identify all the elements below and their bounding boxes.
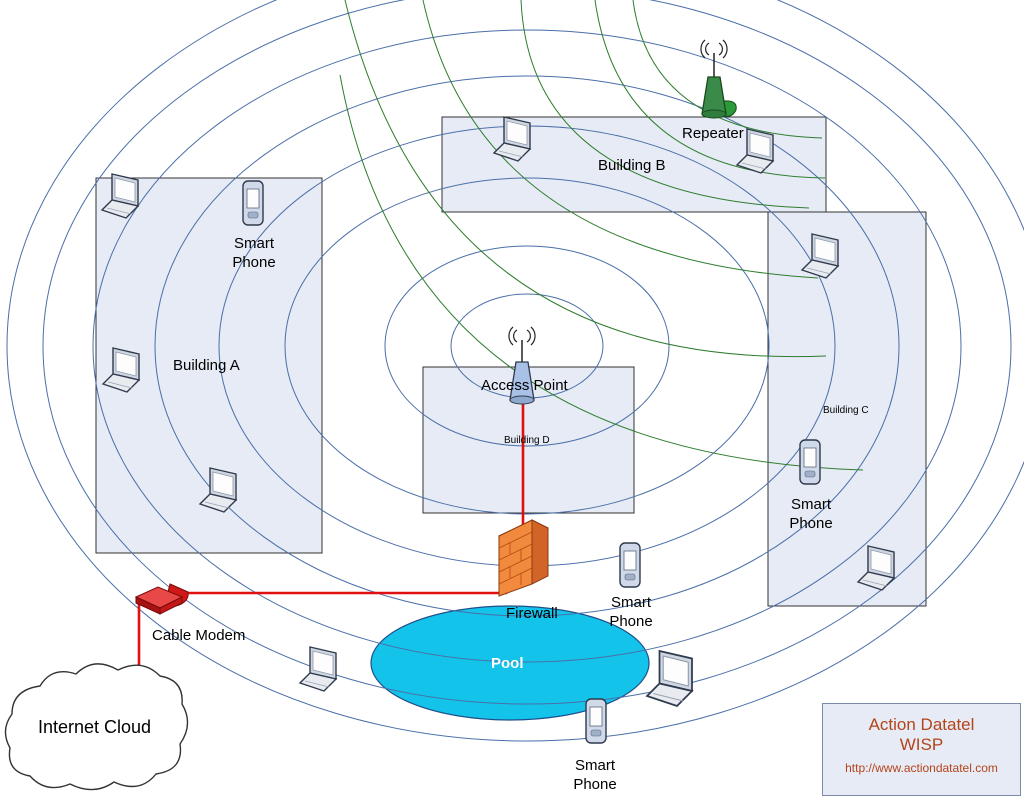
building-a-label: Building A [173, 357, 240, 374]
building-d-label: Building D [504, 435, 550, 446]
repeater-coverage-arcs [339, 0, 864, 471]
brand-box: Action Datatel WISP http://www.actiondat… [822, 703, 1021, 796]
building-b-label: Building B [598, 157, 666, 174]
phone-icon [242, 180, 264, 226]
phone-icon [619, 542, 641, 588]
cable-modem-icon [134, 583, 189, 615]
phone-icon [585, 698, 607, 744]
firewall-label: Firewall [506, 605, 558, 622]
internet-cloud-shape [4, 663, 189, 791]
repeater-icon [700, 39, 737, 119]
brand-url: http://www.actiondatatel.com [845, 761, 998, 775]
building-c [767, 211, 927, 607]
building-c-label: Building C [823, 405, 869, 416]
phone-icon [799, 439, 821, 485]
firewall-icon [497, 519, 550, 597]
repeater-label: Repeater [682, 125, 744, 142]
access-point-icon [508, 326, 536, 405]
access-point-label: Access Point [481, 377, 569, 394]
internet-cloud-label: Internet Cloud [38, 717, 151, 737]
brand-subtitle: WISP [899, 735, 944, 754]
pool [370, 605, 650, 721]
laptop-icon [299, 646, 337, 692]
brand-title: Action Datatel [868, 715, 975, 734]
access-point-coverage-rings [6, 0, 1024, 742]
laptop-icon [646, 650, 693, 707]
cable-modem-label: Cable Modem [152, 627, 245, 644]
pool-label: Pool [491, 655, 524, 672]
